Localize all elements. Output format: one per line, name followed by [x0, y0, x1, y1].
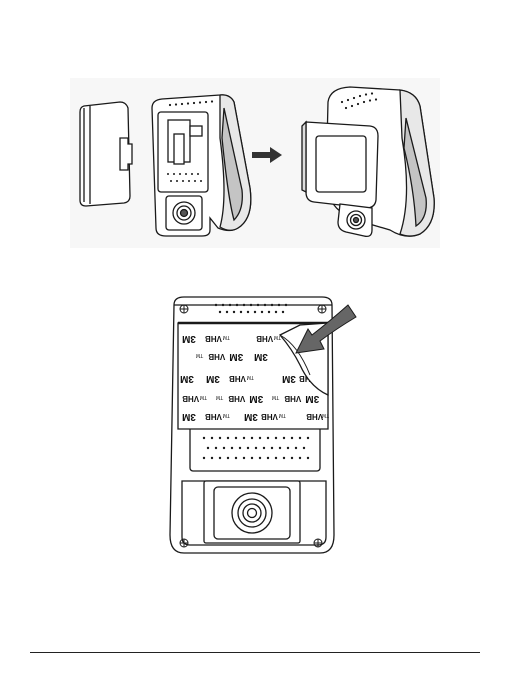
dashcam-mount-icon — [80, 102, 132, 206]
adhesive-pad-svg: TM VHB 3M TM VHB 3M VHB TM 3M 3M — [160, 295, 360, 560]
sticker-tm: TM — [272, 394, 279, 400]
sticker-tm: TM — [223, 412, 230, 418]
mount-attach-svg — [70, 78, 440, 248]
sticker-brand: 3M — [282, 373, 296, 384]
sticker-brand: 3M — [305, 393, 319, 404]
dashcam-rear-icon — [152, 95, 251, 236]
adhesive-pad-illustration: TM VHB 3M TM VHB 3M VHB TM 3M 3M — [160, 295, 360, 560]
sticker-tm: TM — [247, 374, 254, 380]
arrow-right-icon — [252, 147, 282, 163]
sticker-brand: 3M — [254, 351, 268, 362]
dashcam-mounted-icon — [302, 87, 434, 236]
sticker-tm: TM — [223, 334, 230, 340]
sticker-brand: 3M — [249, 393, 263, 404]
sticker-product: VHB — [205, 334, 222, 343]
sticker-product: VHB — [306, 412, 323, 421]
sticker-brand: 3M — [206, 373, 220, 384]
mount-attach-illustration — [70, 78, 440, 248]
sticker-product: VHB — [208, 352, 225, 361]
sticker-brand: 3M — [180, 373, 194, 384]
sticker-brand: 3M — [182, 411, 196, 422]
sticker-product: VHB — [261, 412, 278, 421]
sticker-product: VHB — [284, 394, 301, 403]
sticker-brand: 3M — [244, 411, 258, 422]
sticker-product: VHB — [205, 412, 222, 421]
sticker-tm: TM — [279, 412, 286, 418]
sticker-product: VHB — [182, 394, 199, 403]
sticker-product: VHB — [229, 374, 246, 383]
sticker-tm: TM — [216, 394, 223, 400]
sticker-tm: TM — [196, 352, 203, 358]
sticker-brand: 3M — [229, 351, 243, 362]
sticker-tm: TM — [200, 394, 207, 400]
sticker-brand: 3M — [182, 333, 196, 344]
sticker-product: VHB — [228, 394, 245, 403]
footer-divider — [30, 652, 480, 653]
sticker-product: VHB — [256, 334, 273, 343]
